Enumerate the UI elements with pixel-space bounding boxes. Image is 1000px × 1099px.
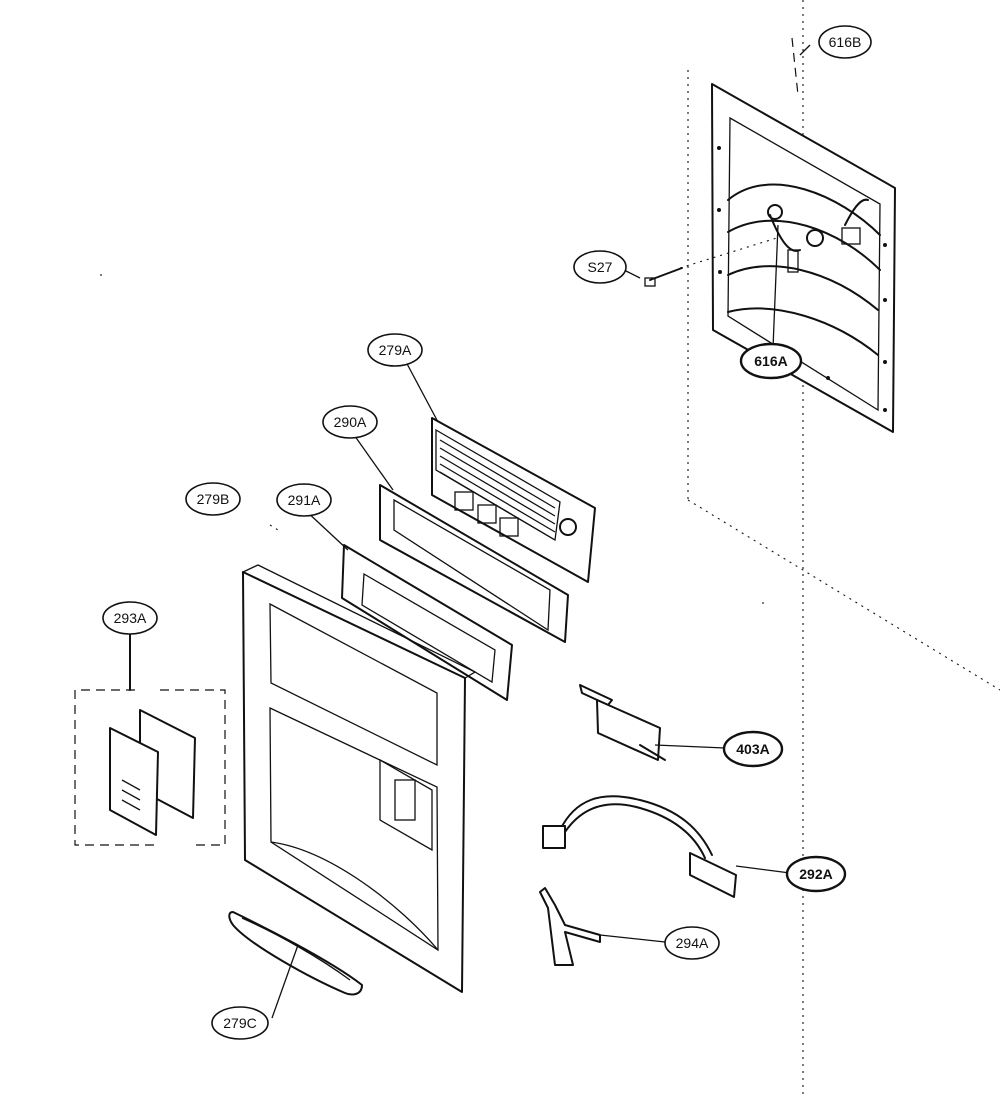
part-279A-board: [431, 417, 596, 583]
svg-text:294A: 294A: [676, 935, 709, 951]
part-293A-assembly: [74, 629, 226, 846]
label-294A: 294A: [664, 926, 720, 960]
svg-text:291A: 291A: [288, 492, 321, 508]
label-616A: 616A: [739, 342, 803, 380]
label-S27: S27: [573, 250, 627, 284]
label-292A: 292A: [785, 855, 847, 893]
part-294A-bracket: [539, 887, 666, 966]
label-290A: 290A: [322, 405, 378, 439]
svg-text:616A: 616A: [754, 353, 787, 369]
svg-text:290A: 290A: [334, 414, 367, 430]
svg-text:403A: 403A: [736, 741, 769, 757]
label-291A: 291A: [276, 483, 332, 517]
label-293A: 293A: [102, 601, 158, 635]
svg-text:292A: 292A: [799, 866, 832, 882]
part-S27-screw: [644, 236, 781, 287]
svg-text:616B: 616B: [829, 34, 862, 50]
part-616B-panel: [711, 37, 896, 433]
svg-text:279A: 279A: [379, 342, 412, 358]
part-279B-front-frame: [241, 564, 477, 993]
part-290A-frame: [379, 484, 569, 643]
label-616B: 616B: [818, 25, 872, 59]
part-292A-harness: [542, 795, 791, 898]
label-403A: 403A: [722, 730, 784, 768]
svg-text:S27: S27: [588, 259, 613, 275]
svg-text:293A: 293A: [114, 610, 147, 626]
label-279A: 279A: [367, 333, 423, 367]
part-291A-gasket: [341, 544, 513, 701]
svg-text:279B: 279B: [197, 491, 230, 507]
leader-lines: [271, 44, 811, 1019]
label-279C: 279C: [211, 1006, 269, 1040]
part-403A-switch: [579, 684, 726, 761]
label-279B: 279B: [185, 482, 241, 516]
svg-text:279C: 279C: [223, 1015, 256, 1031]
